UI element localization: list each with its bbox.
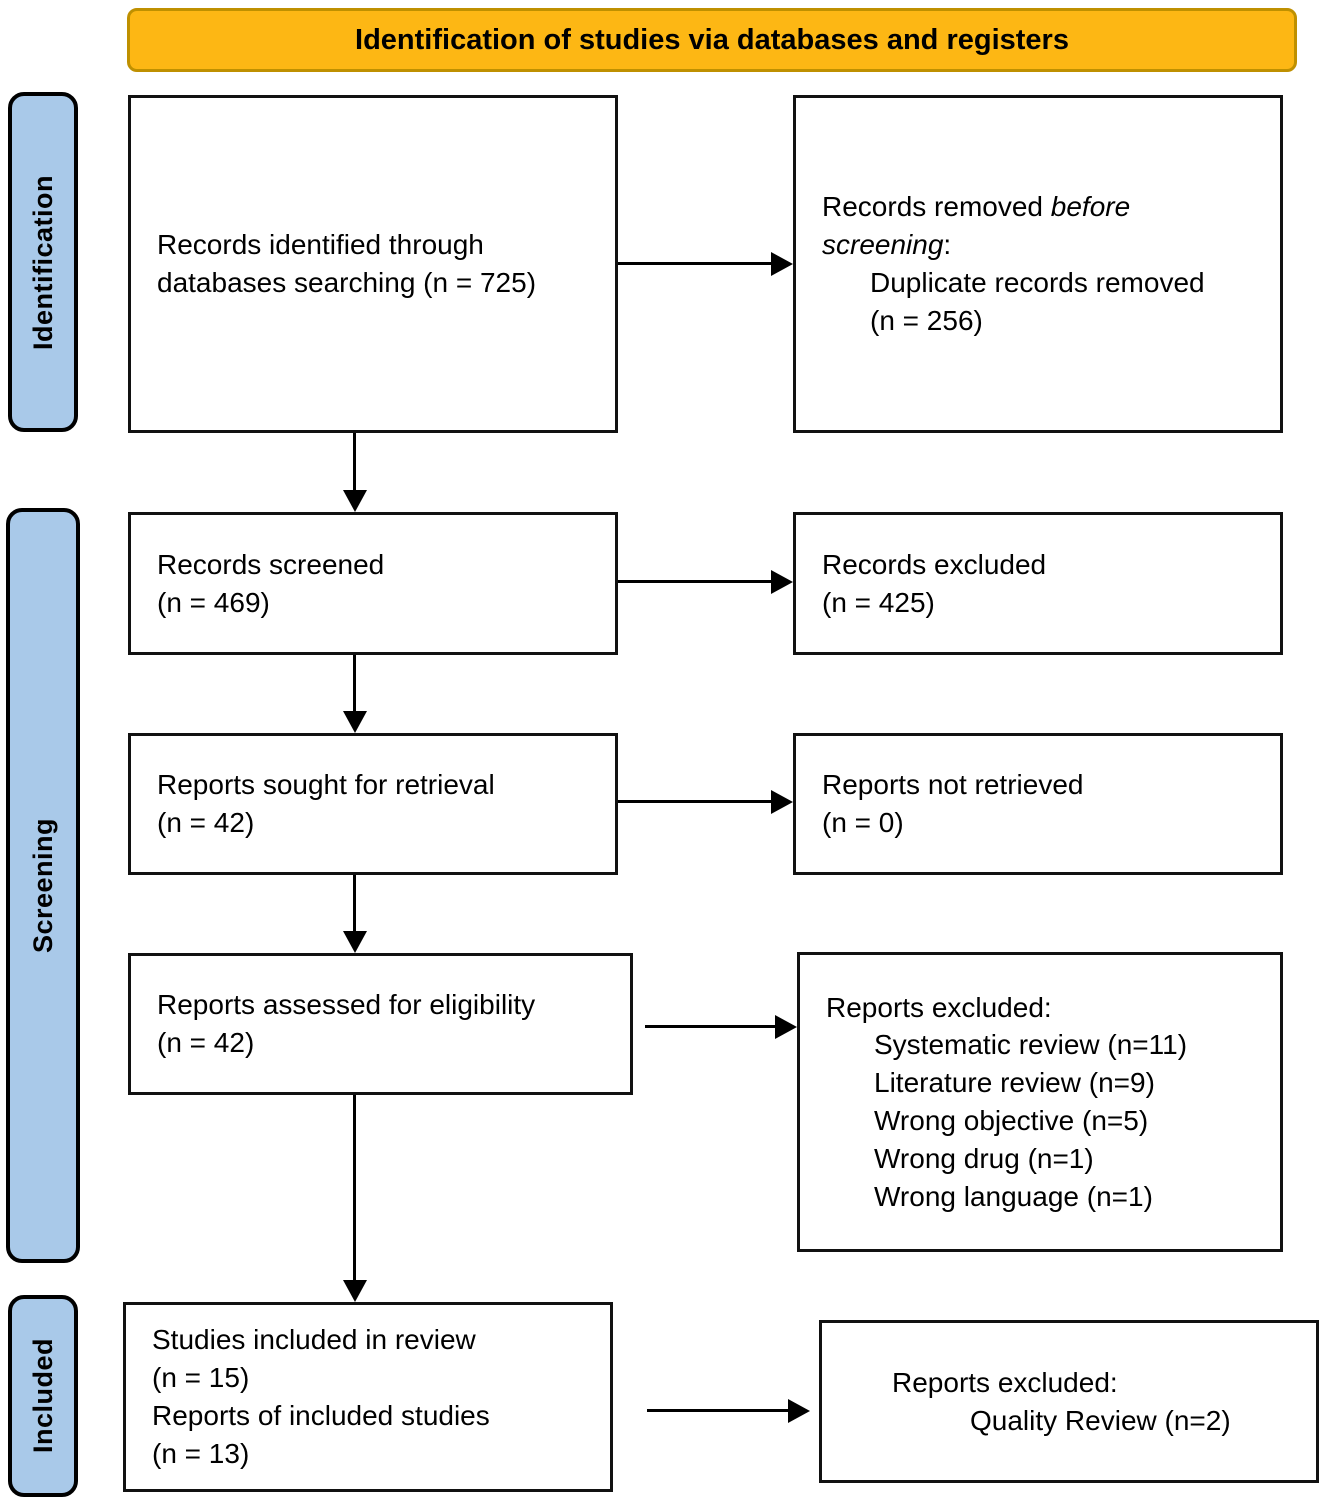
- arrow-line: [618, 800, 775, 803]
- arrow-head-right-icon: [771, 252, 793, 276]
- stage-bar-identification-label: Identification: [27, 174, 58, 350]
- arrow-included-to-quality-excluded: [647, 1399, 810, 1423]
- flow-box-reports-excluded: Reports excluded: Systematic review (n=1…: [797, 952, 1283, 1252]
- banner-title: Identification of studies via databases …: [127, 8, 1297, 72]
- flow-box-reports-sought-text: Reports sought for retrieval (n = 42): [157, 769, 495, 838]
- flow-box-records-identified-text: Records identified through databases sea…: [157, 229, 537, 298]
- arrow-head-down-icon: [343, 490, 367, 512]
- arrow-head-right-icon: [771, 570, 793, 594]
- flow-box-studies-included: Studies included in review (n = 15) Repo…: [123, 1302, 613, 1492]
- arrow-assessed-to-included: [343, 1095, 367, 1302]
- arrow-screened-to-excluded: [618, 570, 793, 594]
- quality-excluded-title: Reports excluded:: [892, 1366, 1118, 1398]
- flow-box-reports-assessed-text: Reports assessed for eligibility (n = 42…: [157, 989, 536, 1058]
- arrow-assessed-to-reports-excluded: [645, 1015, 797, 1039]
- flow-box-records-excluded: Records excluded (n = 425): [793, 512, 1283, 655]
- records-removed-detail: Duplicate records removed (n = 256): [870, 267, 1205, 336]
- flow-box-reports-sought: Reports sought for retrieval (n = 42): [128, 733, 618, 875]
- reports-excluded-item: Wrong drug (n=1): [874, 1142, 1094, 1174]
- flow-box-reports-not-retrieved-text: Reports not retrieved (n = 0): [822, 769, 1084, 838]
- stage-bar-included: Included: [8, 1295, 78, 1497]
- reports-excluded-item: Literature review (n=9): [874, 1067, 1155, 1099]
- stage-bar-identification: Identification: [8, 92, 78, 432]
- arrow-line: [353, 433, 356, 494]
- reports-excluded-item: Wrong objective (n=5): [874, 1105, 1149, 1136]
- records-removed-line1: Records removed: [822, 191, 1051, 223]
- reports-excluded-item: Systematic review (n=11): [874, 1029, 1188, 1061]
- arrow-head-right-icon: [771, 790, 793, 814]
- stage-bar-screening-label: Screening: [27, 817, 58, 954]
- arrow-screened-to-sought: [343, 655, 367, 733]
- arrow-head-right-icon: [788, 1399, 810, 1423]
- flow-box-records-excluded-text: Records excluded (n = 425): [822, 548, 1047, 618]
- arrow-line: [353, 875, 356, 935]
- flow-box-studies-included-text: Studies included in review (n = 15) Repo…: [152, 1324, 490, 1469]
- arrow-line: [353, 1095, 356, 1284]
- arrow-identified-to-screened: [343, 433, 367, 512]
- arrow-identified-to-removed: [618, 252, 793, 276]
- arrow-head-down-icon: [343, 1280, 367, 1302]
- arrow-line: [647, 1409, 792, 1412]
- arrow-head-right-icon: [775, 1015, 797, 1039]
- flow-box-quality-excluded: Reports excluded: Quality Review (n=2): [819, 1320, 1319, 1483]
- flow-box-reports-assessed: Reports assessed for eligibility (n = 42…: [128, 953, 633, 1095]
- arrow-head-down-icon: [343, 711, 367, 733]
- flow-box-records-screened: Records screened (n = 469): [128, 512, 618, 655]
- arrow-sought-to-assessed: [343, 875, 367, 953]
- arrow-sought-to-not-retrieved: [618, 790, 793, 814]
- flow-box-records-screened-text: Records screened (n = 469): [157, 548, 385, 618]
- reports-excluded-item: Wrong language (n=1): [874, 1180, 1153, 1212]
- arrow-line: [618, 262, 775, 265]
- records-removed-line1-italic: before: [1050, 191, 1131, 223]
- records-removed-line2-italic: screening: [822, 229, 944, 261]
- arrow-line: [618, 580, 775, 583]
- reports-excluded-title: Reports excluded:: [826, 991, 1052, 1023]
- records-removed-line2: :: [943, 229, 952, 261]
- flow-box-reports-not-retrieved: Reports not retrieved (n = 0): [793, 733, 1283, 875]
- stage-bar-included-label: Included: [27, 1338, 58, 1454]
- arrow-line: [645, 1025, 779, 1028]
- stage-bar-screening: Screening: [6, 508, 80, 1263]
- quality-excluded-item: Quality Review (n=2): [970, 1404, 1231, 1436]
- arrow-line: [353, 655, 356, 715]
- arrow-head-down-icon: [343, 931, 367, 953]
- flow-box-records-identified: Records identified through databases sea…: [128, 95, 618, 433]
- flow-box-records-removed: Records removed before screening: Duplic…: [793, 95, 1283, 433]
- flow-box-records-removed-text: Records removed before screening: Duplic…: [822, 188, 1260, 339]
